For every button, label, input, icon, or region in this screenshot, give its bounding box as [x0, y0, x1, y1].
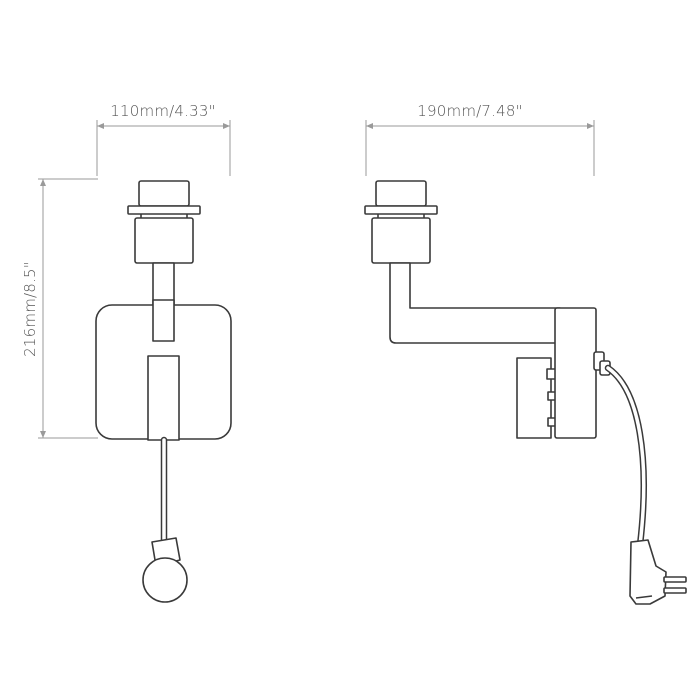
height-dimension: 216mm/8.5" — [21, 178, 98, 439]
side-plug — [629, 539, 667, 605]
side-view — [364, 180, 687, 605]
side-main-body — [554, 307, 597, 439]
side-power-cable — [604, 364, 647, 549]
front-width-dimension: 110mm/4.33" — [96, 102, 231, 176]
front-holder-cap — [138, 180, 190, 207]
side-arm — [389, 262, 561, 344]
side-holder-cap — [375, 180, 427, 207]
front-holder-collar — [127, 205, 201, 215]
side-plug-prong — [663, 576, 687, 583]
side-wall-bracket — [516, 357, 552, 439]
front-holder-body — [134, 217, 194, 264]
front-switch-slot — [147, 355, 180, 441]
front-view — [95, 180, 232, 603]
side-width-dimension: 190mm/7.48" — [365, 102, 595, 176]
front-reading-light-head — [142, 557, 188, 603]
side-holder-body — [371, 217, 431, 264]
front-width-label: 110mm/4.33" — [110, 102, 215, 120]
side-width-label: 190mm/7.48" — [417, 102, 522, 120]
side-holder-collar — [364, 205, 438, 215]
height-label: 216mm/8.5" — [21, 261, 39, 357]
